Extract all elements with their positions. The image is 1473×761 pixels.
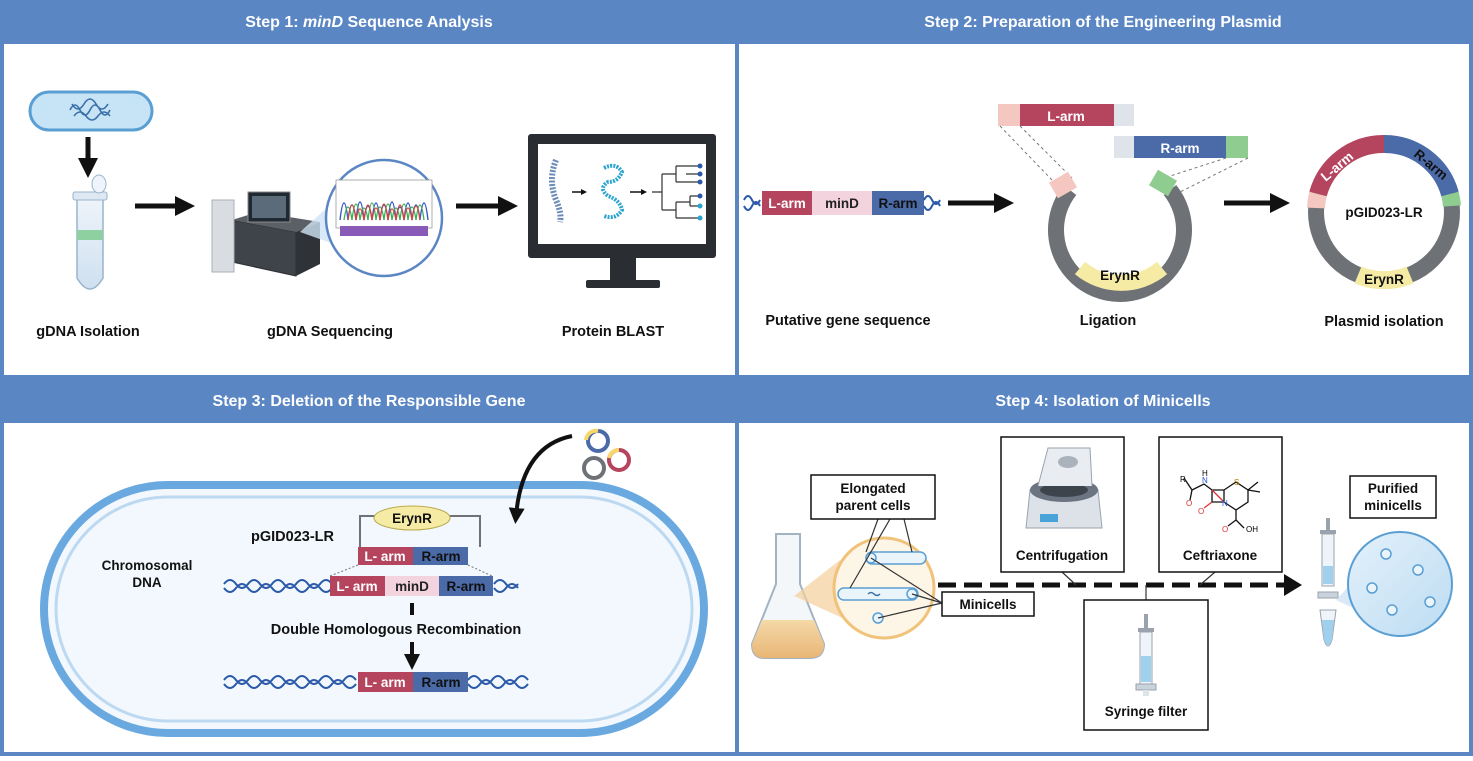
chem-s: S: [1234, 478, 1239, 487]
step3-chrom-mind: minD: [395, 579, 429, 594]
minicells-label: Minicells: [959, 597, 1016, 612]
centrifuge-icon: [1025, 447, 1103, 529]
step3-result-r: R-arm: [421, 675, 460, 690]
ligation-label: Ligation: [1080, 313, 1136, 329]
microtube-icon: [72, 174, 108, 290]
chem-n2: N: [1222, 499, 1228, 508]
gene-sequence: L-arm minD R-arm: [743, 191, 941, 215]
chem-n1: N: [1202, 476, 1208, 485]
chem-o2: O: [1198, 507, 1204, 516]
gene-r-arm: R-arm: [878, 196, 917, 211]
ceftriaxone-box: [1158, 436, 1283, 573]
protein-blast-label: Protein BLAST: [562, 324, 664, 340]
step4-title: Step 4: Isolation of Minicells: [995, 393, 1210, 410]
step3-plasmid-r: R-arm: [421, 549, 460, 564]
cell-membrane: [40, 481, 708, 737]
step3-plasmid-l: L- arm: [364, 549, 405, 564]
syringe-icon: [1135, 614, 1157, 696]
chem-oh: OH: [1246, 525, 1258, 534]
ligation-eryn: ErynR: [1100, 268, 1140, 283]
chem-r: R: [1180, 475, 1186, 484]
step3-panel: ErynR pGID023-LR L- arm R-arm Chromosoma…: [40, 428, 708, 737]
chem-o3: O: [1222, 525, 1228, 534]
plasmid-name: pGID023-LR: [1345, 205, 1423, 220]
ceftriaxone-structure-icon: R H N O S N O O OH: [1180, 469, 1261, 534]
step2-title: Step 2: Preparation of the Engineering P…: [924, 14, 1281, 31]
plasmid-isolation-label: Plasmid isolation: [1324, 314, 1443, 330]
step3-chrom-r: R-arm: [446, 579, 485, 594]
minicells-box: [941, 591, 1035, 617]
step3-chrom-l: L- arm: [336, 579, 377, 594]
chem-h: H: [1202, 469, 1208, 478]
putative-gene-label: Putative gene sequence: [765, 313, 930, 329]
purified-minicells-box: [1349, 475, 1437, 519]
ligation-l-arm: L-arm: [1047, 109, 1085, 124]
step3-eryn: ErynR: [392, 511, 432, 526]
chromatogram-icon: [324, 158, 444, 278]
purified-minicells-view: [1347, 531, 1453, 637]
syringe-filter-label: Syringe filter: [1105, 704, 1188, 719]
ligation-r-arm: R-arm: [1160, 141, 1199, 156]
incoming-plasmids-icon: [582, 428, 631, 480]
step3-plasmid-name: pGID023-LR: [251, 529, 335, 545]
plasmid-eryn: ErynR: [1364, 272, 1404, 287]
recombination-label: Double Homologous Recombination: [271, 622, 522, 638]
monitor-icon: [528, 134, 716, 288]
gene-mind: minD: [825, 196, 859, 211]
collection-syringe-icon: [1317, 518, 1339, 647]
chem-o1: O: [1186, 499, 1192, 508]
gene-l-arm: L-arm: [768, 196, 806, 211]
step2-panel: L-arm minD R-arm Putative gene sequence …: [743, 104, 1461, 330]
ligation-diagram: L-arm R-arm ErynR: [998, 104, 1249, 302]
ceftriaxone-label: Ceftriaxone: [1183, 548, 1258, 563]
step3-title: Step 3: Deletion of the Responsible Gene: [213, 393, 526, 410]
centrifugation-label: Centrifugation: [1016, 548, 1108, 563]
gdna-isolation-label: gDNA Isolation: [36, 324, 139, 340]
bacterium-icon: [28, 90, 154, 132]
elongated-cells-box: [810, 474, 936, 520]
step3-result-l: L- arm: [364, 675, 405, 690]
step1-title: Step 1: minD Sequence Analysis: [245, 14, 493, 31]
step1-panel: gDNA Isolation gDNA Sequencing: [28, 90, 716, 340]
gdna-sequencing-label: gDNA Sequencing: [267, 324, 393, 340]
flask-icon: [750, 533, 826, 659]
